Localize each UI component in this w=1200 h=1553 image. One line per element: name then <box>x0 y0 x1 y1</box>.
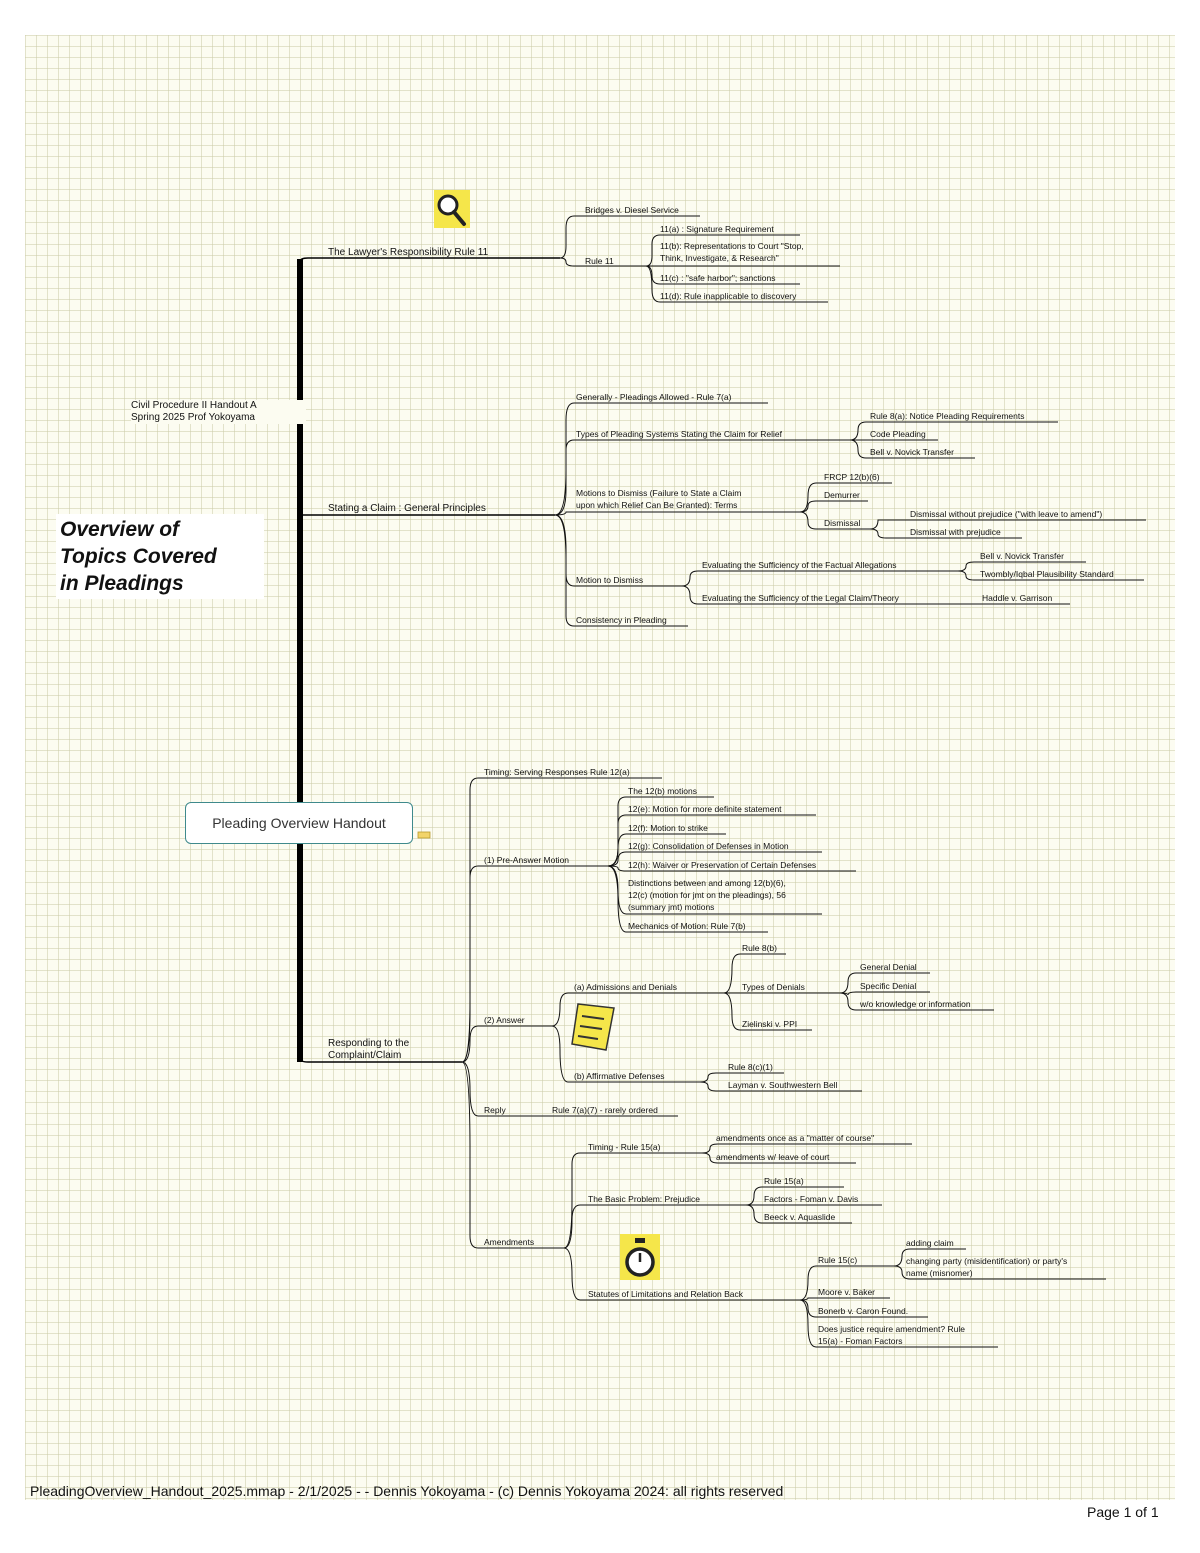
overview-line1: Overview of <box>60 518 180 541</box>
node-moore: Moore v. Baker <box>818 1287 875 1297</box>
root-topic[interactable]: Pleading Overview Handout <box>185 802 413 844</box>
node-foman: Factors - Foman v. Davis <box>764 1194 858 1204</box>
node-pa5: 12(h): Waiver or Preservation of Certain… <box>628 860 816 870</box>
map-title: Civil Procedure II Handout A Spring 2025… <box>131 400 306 424</box>
node-leave-court: amendments w/ leave of court <box>716 1152 830 1162</box>
overview-line2: Topics Covered <box>60 545 217 568</box>
node-rule8b: Rule 8(b) <box>742 943 777 953</box>
trunk-top <box>299 257 560 263</box>
node-types-denials: Types of Denials <box>742 982 805 992</box>
node-pa6-line2: 12(c) (motion for jmt on the pleadings),… <box>628 890 786 900</box>
checklist-icon <box>571 1003 615 1051</box>
node-bell1: Bell v. Novick Transfer <box>870 447 954 457</box>
footer-page-number: Page 1 of 1 <box>1087 1504 1159 1520</box>
footer-file-info: PleadingOverview_Handout_2025.mmap - 2/1… <box>30 1483 784 1499</box>
node-rule11: Rule 11 <box>585 256 614 266</box>
node-11a: 11(a) : Signature Requirement <box>660 224 774 234</box>
node-basic-problem: The Basic Problem: Prejudice <box>588 1194 700 1204</box>
node-layman: Layman v. Southwestern Bell <box>728 1080 838 1090</box>
node-without-prejudice: Dismissal without prejudice ("with leave… <box>910 509 1102 519</box>
node-beeck: Beeck v. Aquaslide <box>764 1212 835 1222</box>
node-justice-line1: Does justice require amendment? Rule <box>818 1324 965 1334</box>
note-icon <box>417 831 431 839</box>
node-adding: adding claim <box>906 1238 954 1248</box>
node-generally: Generally - Pleadings Allowed - Rule 7(a… <box>576 392 732 402</box>
node-timing: Timing: Serving Responses Rule 12(a) <box>484 767 630 777</box>
node-rule8c: Rule 8(c)(1) <box>728 1062 773 1072</box>
node-motions-terms-line2: upon which Relief Can Be Granted): Terms <box>576 500 737 510</box>
node-demurrer: Demurrer <box>824 490 860 500</box>
branch-responding-line2: Complaint/Claim <box>328 1050 401 1061</box>
node-specific-denial: Specific Denial <box>860 981 916 991</box>
node-pa2: 12(e): Motion for more definite statemen… <box>628 804 782 814</box>
node-eval-legal: Evaluating the Sufficiency of the Legal … <box>702 593 900 603</box>
node-changing-line1: changing party (misidentification) or pa… <box>906 1256 1067 1266</box>
node-pa3: 12(f): Motion to strike <box>628 823 708 833</box>
node-bridges: Bridges v. Diesel Service <box>585 205 679 215</box>
branch-lawyers-responsibility: The Lawyer's Responsibility Rule 11 <box>328 247 489 258</box>
node-eval-factual: Evaluating the Sufficiency of the Factua… <box>702 560 897 570</box>
node-reply: Reply <box>484 1105 506 1115</box>
node-consistency: Consistency in Pleading <box>576 615 667 625</box>
node-pre-answer: (1) Pre-Answer Motion <box>484 855 569 865</box>
node-code: Code Pleading <box>870 429 926 439</box>
overview-title: Overview of Topics Covered in Pleadings <box>56 514 264 599</box>
map-title-line2: Spring 2025 Prof Yokoyama <box>131 412 255 423</box>
branch-stating-claim: Stating a Claim : General Principles <box>328 503 486 514</box>
node-changing-line2: name (misnomer) <box>906 1268 973 1278</box>
node-answer: (2) Answer <box>484 1015 525 1025</box>
node-motions-terms-line1: Motions to Dismiss (Failure to State a C… <box>576 488 741 498</box>
stopwatch-icon <box>620 1234 660 1280</box>
branch-responding-line1: Responding to the <box>328 1038 410 1049</box>
node-pa4: 12(g): Consolidation of Defenses in Moti… <box>628 841 789 851</box>
node-statutes: Statutes of Limitations and Relation Bac… <box>588 1289 744 1299</box>
node-frcp: FRCP 12(b)(6) <box>824 472 880 482</box>
node-justice-line2: 15(a) - Foman Factors <box>818 1336 903 1346</box>
node-11d: 11(d): Rule inapplicable to discovery <box>660 291 797 301</box>
node-bonerb: Bonerb v. Caron Found. <box>818 1306 908 1316</box>
node-matter-course: amendments once as a "matter of course" <box>716 1133 874 1143</box>
node-types: Types of Pleading Systems Stating the Cl… <box>576 429 783 439</box>
node-dismissal: Dismissal <box>824 518 860 528</box>
map-title-line1: Civil Procedure II Handout A <box>131 400 257 411</box>
node-reply-rule: Rule 7(a)(7) - rarely ordered <box>552 1105 658 1115</box>
node-11b-line2: Think, Investigate, & Research" <box>660 253 779 263</box>
node-11c: 11(c) : "safe harbor"; sanctions <box>660 273 776 283</box>
node-pa6-line3: (summary jmt) motions <box>628 902 714 912</box>
node-twombly: Twombly/Iqbal Plausibility Standard <box>980 569 1114 579</box>
overview-line3: in Pleadings <box>60 572 184 595</box>
grid-background <box>25 35 1175 1500</box>
node-pa7: Mechanics of Motion: Rule 7(b) <box>628 921 746 931</box>
node-general-denial: General Denial <box>860 962 917 972</box>
root-topic-label: Pleading Overview Handout <box>212 815 386 831</box>
node-haddle: Haddle v. Garrison <box>982 593 1053 603</box>
node-motion-dismiss: Motion to Dismiss <box>576 575 643 585</box>
trunk-bottom <box>299 1057 462 1063</box>
magnifier-icon <box>434 190 470 228</box>
node-11b-line1: 11(b): Representations to Court "Stop, <box>660 241 804 251</box>
node-affirmative: (b) Affirmative Defenses <box>574 1071 665 1081</box>
node-with-prejudice: Dismissal with prejudice <box>910 527 1001 537</box>
node-pa6-line1: Distinctions between and among 12(b)(6), <box>628 878 786 888</box>
node-zielinski: Zielinski v. PPI <box>742 1019 797 1029</box>
node-pa1: The 12(b) motions <box>628 786 697 796</box>
node-bell2: Bell v. Novick Transfer <box>980 551 1064 561</box>
node-admissions: (a) Admissions and Denials <box>574 982 677 992</box>
node-timing15: Timing - Rule 15(a) <box>588 1142 661 1152</box>
node-wo-knowledge: w/o knowledge or information <box>859 999 971 1009</box>
node-amendments: Amendments <box>484 1237 534 1247</box>
node-rule8: Rule 8(a): Notice Pleading Requirements <box>870 411 1025 421</box>
node-rule15c: Rule 15(c) <box>818 1255 857 1265</box>
node-rule15a: Rule 15(a) <box>764 1176 804 1186</box>
